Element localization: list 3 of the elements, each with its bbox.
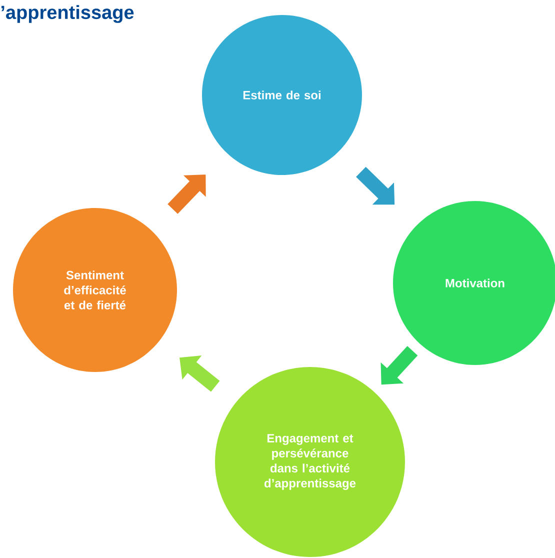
- block-arrow: [168, 174, 206, 214]
- title: ’apprentissage: [1, 5, 134, 23]
- block-arrow: [356, 166, 395, 205]
